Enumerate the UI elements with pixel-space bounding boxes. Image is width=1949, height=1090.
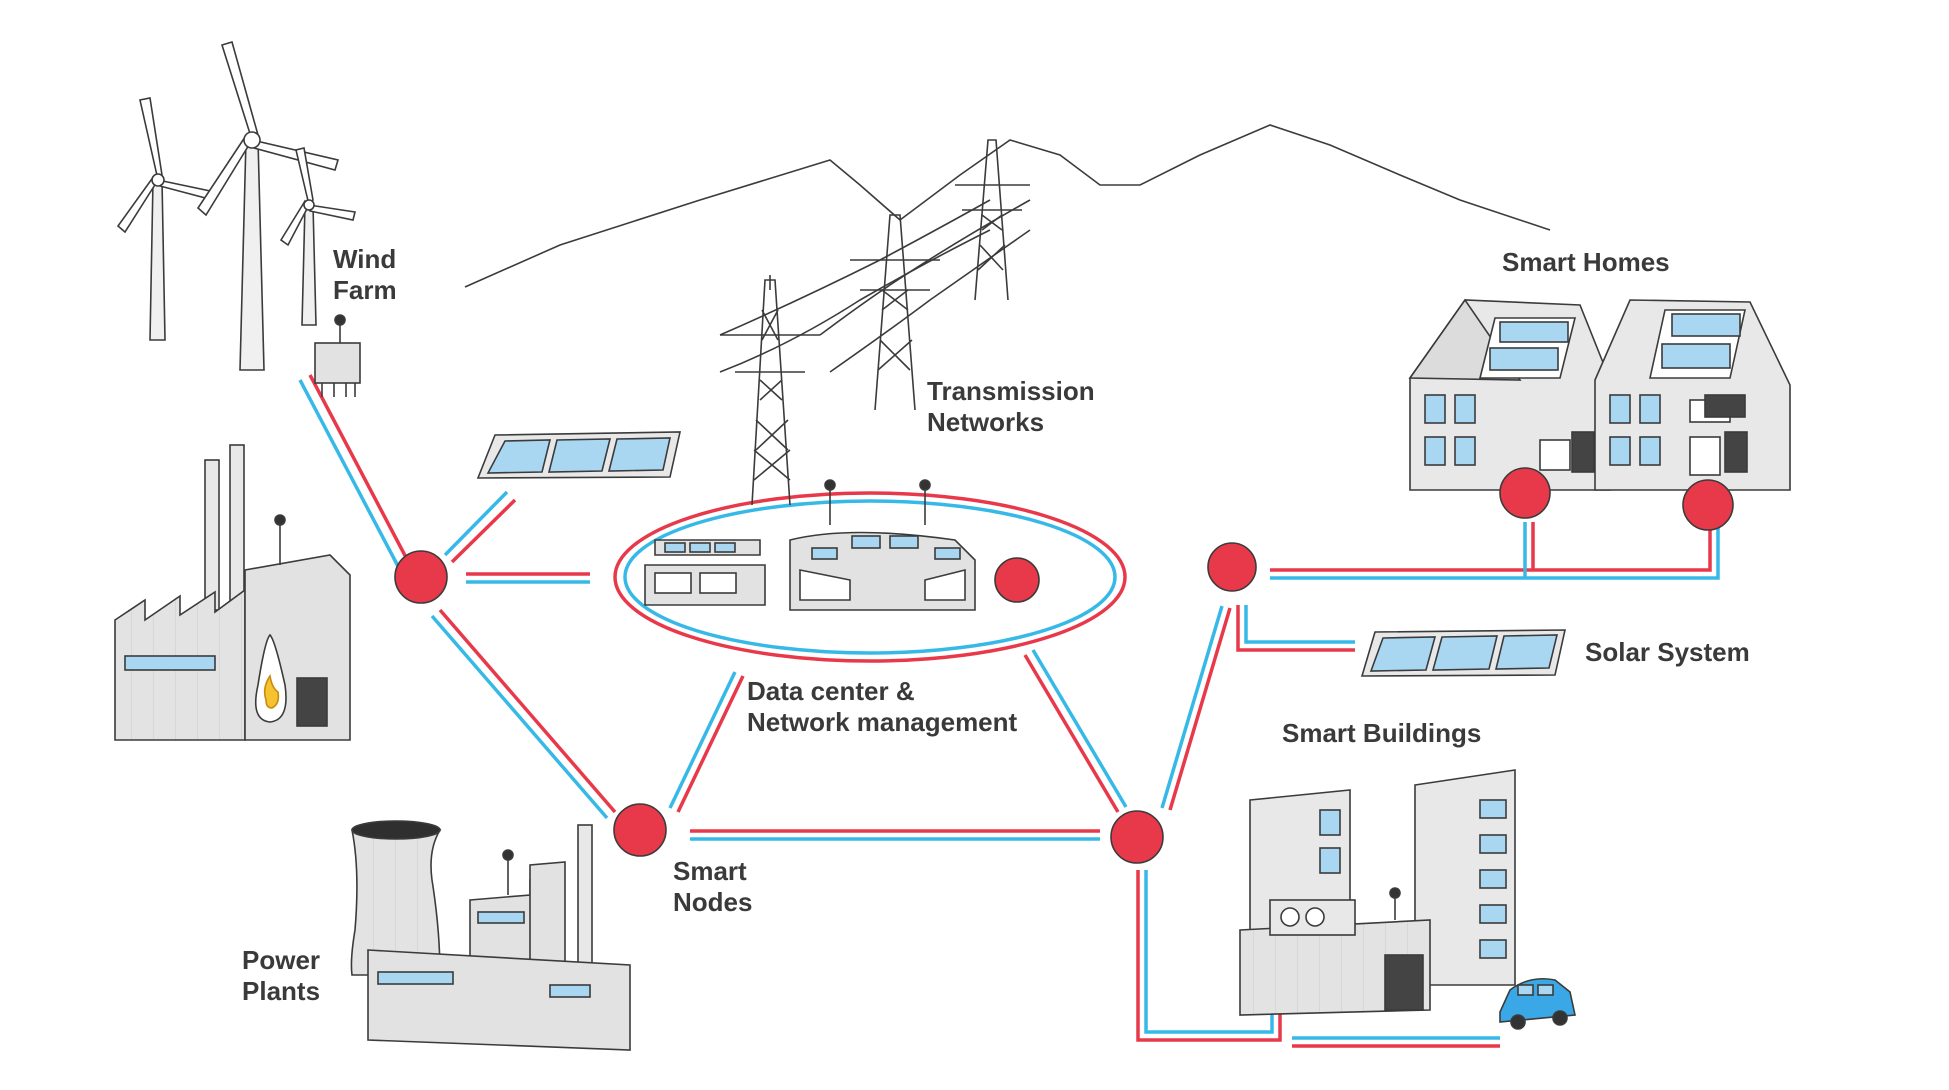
smart-buildings-label: Smart Buildings [1282,718,1482,748]
power-plants-label: Power Plants [242,945,320,1007]
node-smart [613,803,667,857]
smart-buildings [1239,769,1576,1030]
smart-nodes-label: Smart Nodes [673,856,752,918]
solar-system-label: Solar System [1585,637,1750,667]
solar-panel-left [476,431,682,479]
smart-nodes [394,467,1734,864]
transmission-towers [719,139,1031,506]
transmission-label-line2: Networks [927,407,1045,437]
node-home-1 [1499,467,1551,519]
node-right [1110,810,1164,864]
transmission-label-line1: Transmission [927,376,1095,406]
smart-homes-label: Smart Homes [1502,247,1670,277]
node-data-center [994,557,1040,603]
node-upper-right [1207,542,1257,592]
wind-farm [116,40,361,397]
gas-power-plant [114,444,351,741]
data-center-ring [613,491,1127,663]
wind-farm-label: Wind Farm [333,244,397,306]
mountain-outline [464,124,1551,288]
power-plants-label-line1: Power [242,945,321,975]
smart-nodes-label-line2: Nodes [673,887,753,917]
power-plants-label-line2: Plants [242,976,321,1006]
node-home-2 [1682,479,1734,531]
solar-panel-right [1360,629,1566,677]
transmission-networks-label: Transmission Networks [927,376,1095,438]
data-center-label: Data center & Network management [747,676,1017,738]
smart-homes [1408,298,1791,491]
data-center-equipment [644,479,976,611]
data-center-label-line2: Network management [747,707,1018,737]
data-center-label-line1: Data center & [747,676,915,706]
node-left [394,550,448,604]
wind-farm-label-line1: Wind [333,244,397,274]
smart-nodes-label-line1: Smart [673,856,747,886]
wind-farm-label-line2: Farm [333,275,397,305]
nuclear-power-plant [350,820,631,1051]
